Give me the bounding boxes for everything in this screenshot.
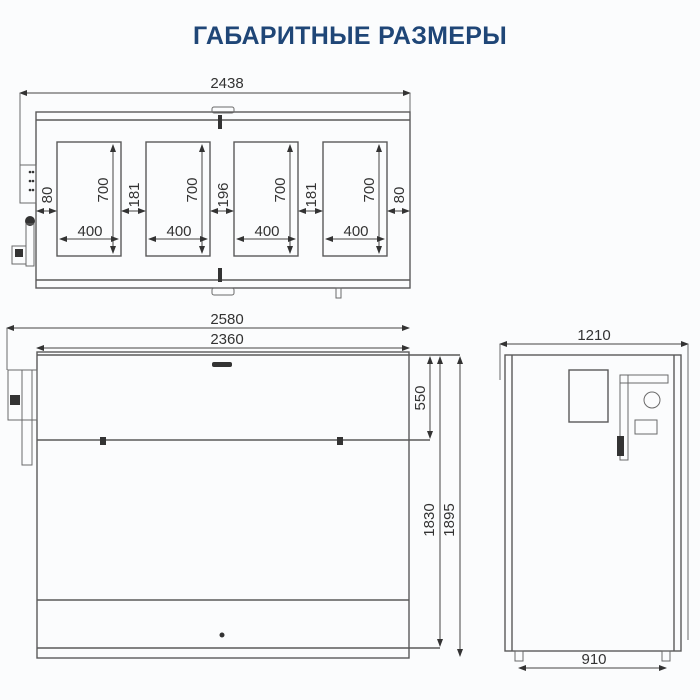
front-view: 2580 2360 550 1830 1895 bbox=[6, 311, 463, 659]
dim-edge-left: 80 bbox=[39, 187, 56, 204]
svg-text:700: 700 bbox=[95, 177, 112, 202]
svg-text:700: 700 bbox=[361, 177, 378, 202]
opening-2: 400 700 bbox=[145, 141, 211, 257]
svg-text:181: 181 bbox=[303, 182, 320, 207]
dim-edge-right: 80 bbox=[391, 187, 408, 204]
svg-text:181: 181 bbox=[126, 182, 143, 207]
svg-text:400: 400 bbox=[254, 223, 279, 240]
dim-top-overall-width: 2438 bbox=[210, 75, 243, 92]
opening-4: 400 700 bbox=[322, 141, 388, 257]
dim-front-overall-width: 2580 bbox=[210, 311, 243, 328]
opening-1: 400 700 bbox=[56, 141, 122, 257]
page-title: ГАБАРИТНЫЕ РАЗМЕРЫ bbox=[192, 22, 508, 50]
top-view: 2438 400 700 400 bbox=[11, 75, 411, 299]
dim-lid-height: 550 bbox=[412, 385, 429, 410]
svg-text:400: 400 bbox=[77, 223, 102, 240]
svg-text:700: 700 bbox=[184, 177, 201, 202]
svg-text:700: 700 bbox=[272, 177, 289, 202]
svg-text:400: 400 bbox=[343, 223, 368, 240]
dim-overall-height: 1895 bbox=[441, 503, 458, 536]
dim-front-body-width: 2360 bbox=[210, 331, 243, 348]
svg-text:196: 196 bbox=[215, 182, 232, 207]
dim-leg-spacing: 910 bbox=[581, 651, 606, 668]
svg-text:400: 400 bbox=[166, 223, 191, 240]
dim-body-height: 1830 bbox=[421, 503, 438, 536]
opening-3: 400 700 bbox=[233, 141, 299, 257]
dim-side-width: 1210 bbox=[577, 327, 610, 344]
side-view: 1210 910 bbox=[499, 327, 689, 671]
